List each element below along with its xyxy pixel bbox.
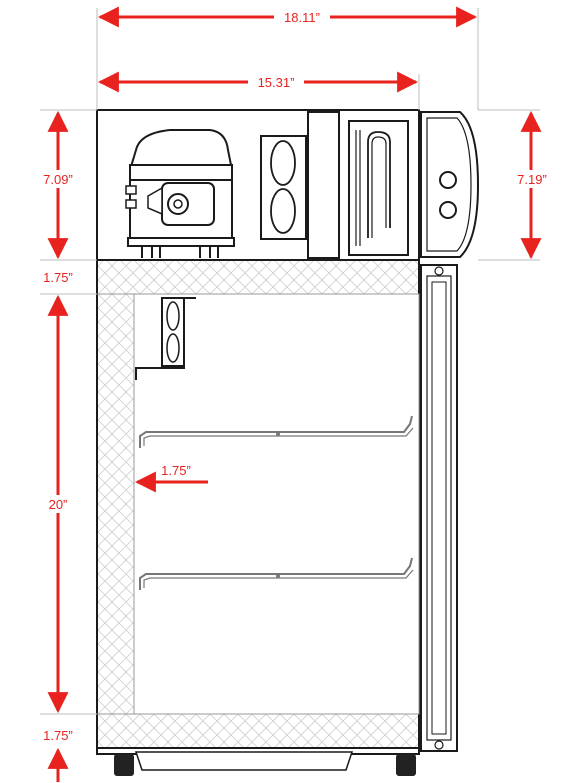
condenser-fan-icon — [260, 111, 340, 259]
machine-height-right-label: 7.19” — [517, 172, 547, 187]
glass-door-icon[interactable] — [420, 264, 458, 752]
wire-shelf-icon — [139, 415, 414, 448]
machine-height-left-label: 7.09” — [43, 172, 73, 187]
interior-height-label: 20” — [49, 497, 68, 512]
dimension-labels: 18.11” 15.31” 7.09” 7.19” 1.75” 20” 1.75… — [34, 8, 556, 744]
wire-shelf-icon — [139, 557, 414, 590]
control-knob-icon[interactable] — [439, 201, 457, 219]
compressor-icon — [125, 129, 235, 258]
total-width-label: 18.11” — [284, 10, 320, 25]
extension-lines — [40, 8, 540, 715]
cabinet — [96, 109, 420, 755]
caster-icon — [114, 751, 416, 776]
side-insulation-label: 1.75” — [161, 463, 191, 478]
interior-fan-icon — [135, 297, 196, 380]
control-knob-icon[interactable] — [439, 171, 457, 189]
control-panel — [420, 111, 480, 258]
evaporator-coil-icon — [348, 120, 409, 256]
bottom-insulation-label: 1.75” — [43, 728, 73, 743]
top-insulation-label: 1.75” — [43, 270, 73, 285]
cabinet-width-label: 15.31” — [258, 75, 295, 90]
